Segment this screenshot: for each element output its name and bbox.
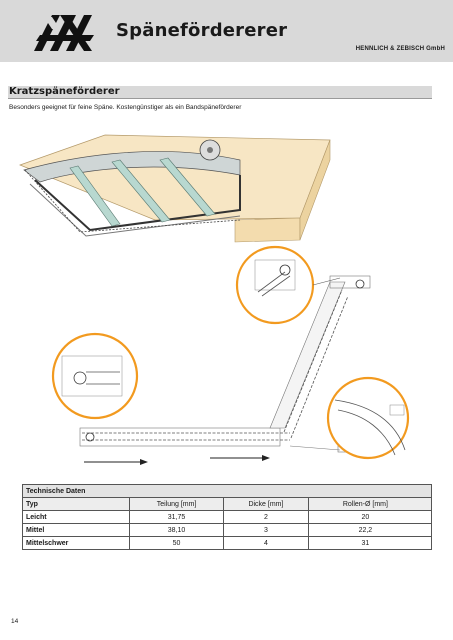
- page-title: Spänefördererer: [116, 20, 288, 41]
- table-row: Mittel 38,10 3 22,2: [22, 523, 433, 537]
- row-dicke: 4: [223, 536, 309, 550]
- table-caption: Technische Daten: [22, 484, 432, 498]
- chain-detail-circle: [326, 376, 410, 460]
- row-teilung: 31,75: [128, 510, 225, 524]
- row-type: Mittel: [22, 523, 130, 537]
- column-header: Rollen-Ø [mm]: [307, 497, 433, 511]
- company-logo: [34, 15, 94, 51]
- page-header: Spänefördererer HENNLICH & ZEBISCH GmbH: [0, 0, 453, 62]
- section-bar: [8, 86, 432, 99]
- column-header: Dicke [mm]: [223, 497, 309, 511]
- table-row: Mittelschwer 50 4 31: [22, 536, 433, 550]
- column-header: Typ: [22, 497, 130, 511]
- table-row: Leicht 31,75 2 20: [22, 510, 433, 524]
- row-dicke: 2: [223, 510, 309, 524]
- page-number: 14: [11, 618, 19, 625]
- column-header: Teilung [mm]: [128, 497, 225, 511]
- conveyor-side-elevation: [79, 275, 371, 465]
- table-header-row: Typ Teilung [mm] Dicke [mm] Rollen-Ø [mm…: [22, 497, 433, 511]
- company-name: HENNLICH & ZEBISCH GmbH: [355, 46, 445, 52]
- conveyor-diagram: [19, 134, 410, 465]
- row-type: Leicht: [22, 510, 130, 524]
- row-teilung: 50: [128, 536, 225, 550]
- section-description: Besonders geeignet für feine Späne. Kost…: [9, 104, 242, 111]
- chain-detail-circle: [235, 245, 341, 325]
- conveyor-3d-view: [19, 134, 331, 243]
- row-rollen: 31: [307, 536, 433, 550]
- chain-detail-circle: [51, 332, 139, 420]
- row-rollen: 22,2: [307, 523, 433, 537]
- row-dicke: 3: [223, 523, 309, 537]
- row-rollen: 20: [307, 510, 433, 524]
- section-title: Kratzspäneförderer: [9, 86, 120, 97]
- technical-data-table: Technische Daten Typ Teilung [mm] Dicke …: [22, 484, 433, 550]
- row-teilung: 38,10: [128, 523, 225, 537]
- row-type: Mittelschwer: [22, 536, 130, 550]
